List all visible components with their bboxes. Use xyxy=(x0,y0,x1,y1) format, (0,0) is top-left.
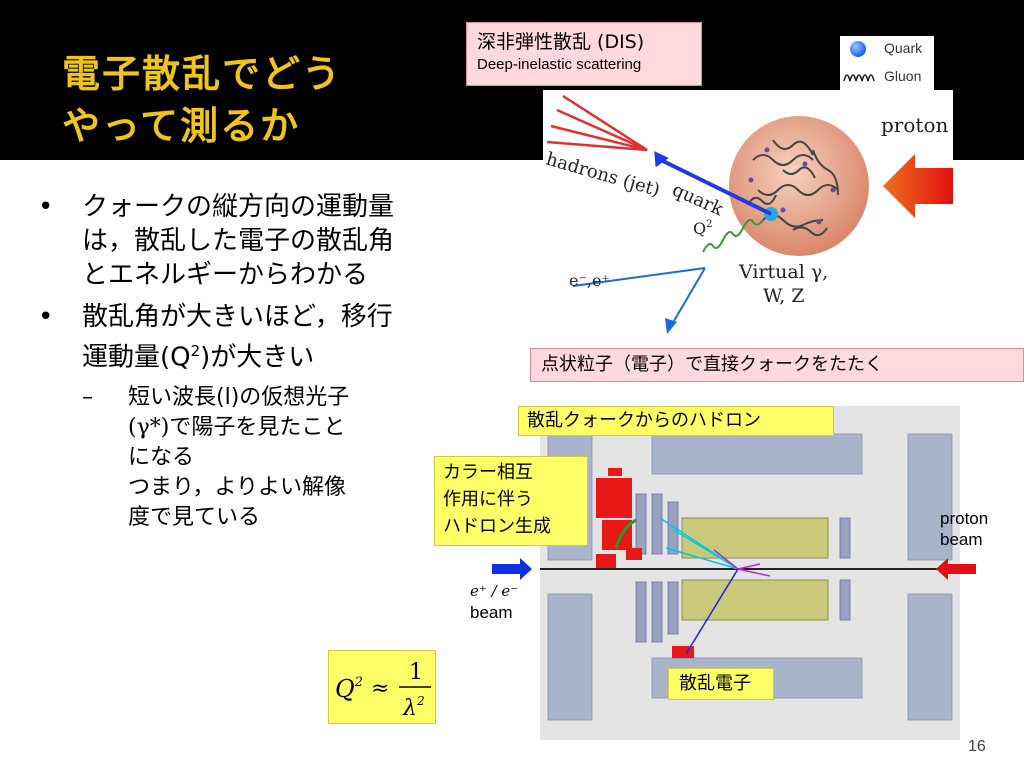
electron-beam-line-2: beam xyxy=(470,603,513,622)
cyan-tracks xyxy=(659,517,739,570)
sub-line-3: になる xyxy=(128,444,195,470)
bullet-1-text: クォークの縦方向の運動量は，散乱した電子の散乱角とエネルギーからわかる xyxy=(82,192,395,290)
legend-quark-label: Quark xyxy=(884,40,923,56)
proton-beam-line-1: proton xyxy=(940,509,989,528)
dis-diagram: proton hadrons (jet) quark Q2 e⁻,e⁺ Virt… xyxy=(543,90,953,338)
proton-arrow xyxy=(883,154,953,218)
sub-bullet-dash: – xyxy=(82,384,93,410)
bullet-dot: • xyxy=(38,192,54,222)
electron-beam-label: e⁺ / e⁻ beam xyxy=(470,580,518,623)
quark-line xyxy=(660,158,772,216)
bullet-2: • 散乱角が大きいほど，移行運動量(Q2)が大きい xyxy=(38,300,398,375)
scattered-electron-line xyxy=(670,267,706,327)
bullet-2-text-a: 散乱角が大きいほど，移行運動量(Q xyxy=(82,302,393,373)
bullet-2-sup: 2 xyxy=(190,342,201,360)
legend-gluon: Gluon xyxy=(840,66,934,88)
proton-beam-arrow xyxy=(936,558,976,580)
dis-subtitle: Deep-inelastic scattering xyxy=(477,56,642,73)
color-line-1: カラー相互 xyxy=(443,462,533,483)
sub-line-4: つまり，よりよい解像 xyxy=(128,474,347,500)
quark-dots xyxy=(748,147,836,225)
sub-line-5: 度で見ている xyxy=(128,504,261,530)
quark-dot-icon xyxy=(850,41,866,57)
gluon-web xyxy=(747,139,839,237)
bullet-dot: • xyxy=(38,302,54,332)
proton-ball xyxy=(729,116,869,256)
pointlike-callout: 点状粒子（電子）で直接クォークをたたく xyxy=(530,348,1024,382)
quark-hadrons-callout: 散乱クォークからのハドロン xyxy=(518,406,834,436)
dis-diagram-svg: proton hadrons (jet) quark Q2 e⁻,e⁺ Virt… xyxy=(544,94,953,334)
hadron-energy-deposits xyxy=(596,468,694,658)
legend-quark: Quark xyxy=(840,38,934,60)
quark-label: quark xyxy=(669,179,727,220)
scattered-electron-callout: 散乱電子 xyxy=(668,668,774,700)
proton-beam-line-2: beam xyxy=(940,530,983,549)
dis-title: 深非弾性散乱 (DIS) xyxy=(477,31,645,53)
sub-line-1: 短い波長(l)の仮想光子 xyxy=(128,384,350,410)
color-line-2: 作用に伴う xyxy=(443,489,533,510)
gluon-spring-icon xyxy=(843,74,875,82)
slide-title: 電子散乱でどう やって測るか xyxy=(62,48,402,152)
virtual-boson-label: Virtual γ, xyxy=(738,261,828,283)
title-line-2: やって測るか xyxy=(62,104,301,148)
forward-tracker xyxy=(635,493,851,643)
formula-approx: ≈ xyxy=(371,676,389,701)
color-line-3: ハドロン生成 xyxy=(443,516,551,537)
electron-arrowhead xyxy=(665,318,677,334)
wz-label: W, Z xyxy=(763,285,805,307)
bullet-list: • クォークの縦方向の運動量は，散乱した電子の散乱角とエネルギーからわかる • … xyxy=(38,190,398,533)
particle-legend: Quark Gluon xyxy=(840,36,934,92)
sub-line-2-sym: (γ*) xyxy=(128,414,170,440)
bullet-2-text-b: )が大きい xyxy=(200,342,315,373)
calorimeter xyxy=(681,517,829,621)
proton-label: proton xyxy=(881,113,948,137)
formula-denominator: λ2 xyxy=(402,694,425,721)
boson-wavy-line xyxy=(702,219,764,253)
sub-bullet: – 短い波長(l)の仮想光子 (γ*)で陽子を見たこと になる つまり，よりよい… xyxy=(82,383,398,533)
dis-callout: 深非弾性散乱 (DIS) Deep-inelastic scattering xyxy=(466,22,702,86)
formula-numerator: 1 xyxy=(409,660,423,685)
incoming-electron-line xyxy=(572,267,706,287)
electron-beam-arrow xyxy=(492,558,532,580)
sub-line-2-rest: で陽子を見たこと xyxy=(169,414,346,440)
formula-lhs: Q2 xyxy=(335,675,363,703)
electron-label: e⁻,e⁺ xyxy=(569,271,610,290)
green-curved-arrow xyxy=(614,518,637,549)
page-number: 16 xyxy=(968,738,986,755)
hadrons-jet-label: hadrons (jet) xyxy=(544,149,663,202)
jet-lines xyxy=(546,94,648,152)
bullet-1: • クォークの縦方向の運動量は，散乱した電子の散乱角とエネルギーからわかる xyxy=(38,190,398,292)
wavelength-formula: Q2 ≈ 1 λ2 xyxy=(328,650,436,724)
color-interaction-callout: カラー相互 作用に伴う ハドロン生成 xyxy=(434,456,588,546)
electron-beam-line-1: e⁺ / e⁻ xyxy=(470,582,519,600)
proton-beam-label: proton beam xyxy=(940,508,988,550)
quark-arrowhead xyxy=(654,151,669,168)
scattered-electron-track xyxy=(685,568,739,655)
q2-label: Q2 xyxy=(693,219,713,238)
formula-svg: Q2 ≈ 1 λ2 xyxy=(335,660,431,721)
magenta-tracks xyxy=(713,549,771,577)
legend-gluon-label: Gluon xyxy=(884,68,922,84)
title-line-1: 電子散乱でどう xyxy=(62,52,343,96)
